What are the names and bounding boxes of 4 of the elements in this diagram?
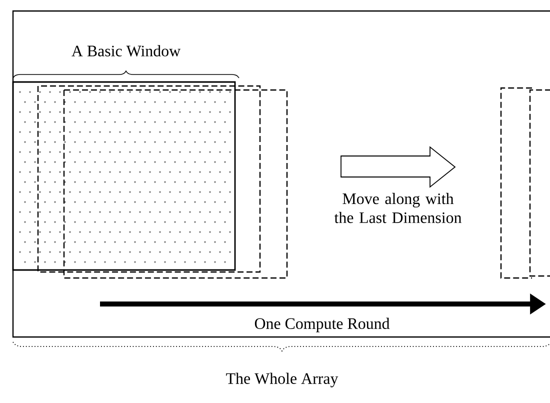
move-label: Move along with the Last Dimension	[334, 192, 462, 224]
array-label: The Whole Array	[226, 372, 338, 388]
window-label: A Basic Window	[72, 45, 181, 56]
round-label: One Compute Round	[254, 318, 390, 332]
